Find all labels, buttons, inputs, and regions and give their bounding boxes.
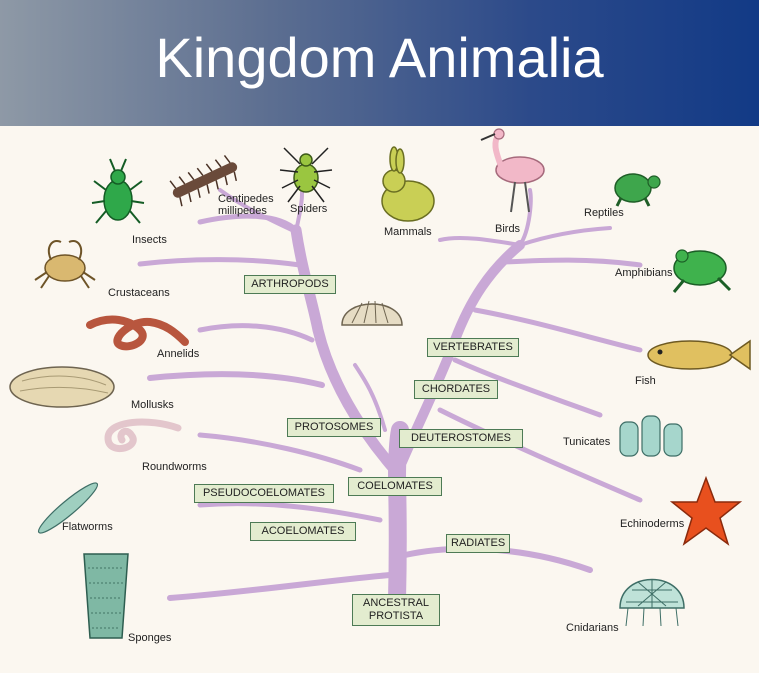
node-ancestral-line1: ANCESTRAL: [362, 597, 430, 609]
centipede-icon: [169, 155, 238, 207]
node-deuterostomes: DEUTEROSTOMES: [399, 429, 523, 448]
slide-title: Kingdom Animalia: [155, 26, 604, 89]
beetle-icon: [91, 158, 145, 224]
label-centipedes-line1: Centipedes: [218, 193, 274, 205]
spider-icon: [279, 147, 333, 203]
tunicate-icon: [619, 415, 683, 457]
label-birds: Birds: [495, 223, 521, 235]
node-ancestral-line2: PROTISTA: [368, 610, 424, 622]
label-echinoderms: Echinoderms: [620, 518, 685, 530]
annelids-branch: [197, 323, 315, 343]
starfish-icon: [669, 475, 743, 546]
mammals-branch: [438, 235, 522, 247]
mollusk-icon: [9, 366, 115, 408]
sponge-icon: [83, 553, 129, 639]
label-fish: Fish: [635, 375, 656, 387]
node-pseudocoelomates: PSEUDOCOELOMATES: [194, 484, 334, 503]
centipedes-branch: [218, 188, 298, 234]
echinoderms-branch: [437, 407, 643, 503]
birds-branch: [518, 188, 533, 247]
phylogenetic-tree: [9, 128, 751, 639]
node-arthropods: ARTHROPODS: [244, 275, 336, 294]
mollusk-shell-branch: [353, 363, 387, 432]
label-centipedes-line2: millipedes: [218, 205, 267, 217]
frog-icon: [672, 249, 732, 293]
worm-icon: [86, 315, 189, 351]
title-banner: Kingdom Animalia: [0, 0, 759, 126]
fish-branch: [472, 307, 643, 353]
node-acoelomates: ACOELOMATES: [250, 522, 356, 541]
label-annelids: Annelids: [157, 348, 200, 360]
label-crustaceans: Crustaceans: [108, 287, 170, 299]
label-insects: Insects: [132, 234, 167, 246]
crustaceans-branch: [137, 257, 303, 268]
label-flatworms: Flatworms: [62, 521, 113, 533]
crab-icon: [34, 240, 96, 289]
node-ancestral-protista: ANCESTRAL PROTISTA: [352, 594, 440, 626]
label-reptiles: Reptiles: [584, 207, 624, 219]
label-tunicates: Tunicates: [563, 436, 611, 448]
label-spiders: Spiders: [290, 203, 328, 215]
insects-branch: [197, 213, 299, 233]
label-mammals: Mammals: [384, 226, 432, 238]
rabbit-icon: [381, 146, 435, 222]
flatworms-branch: [197, 501, 383, 523]
amphibians-branch: [502, 257, 643, 268]
roundworm-icon: [104, 418, 182, 453]
fish-icon: [647, 339, 751, 371]
label-roundworms: Roundworms: [142, 461, 207, 473]
jellyfish-icon: [619, 578, 685, 627]
reptiles-branch: [518, 226, 612, 247]
label-amphibians: Amphibians: [615, 267, 673, 279]
node-vertebrates: VERTEBRATES: [427, 338, 519, 357]
label-mollusks: Mollusks: [131, 399, 174, 411]
mollusks-branch: [147, 371, 325, 388]
sponges-branch: [167, 572, 393, 601]
label-sponges: Sponges: [128, 632, 172, 644]
node-chordates: CHORDATES: [414, 380, 498, 399]
flatworm-icon: [37, 482, 99, 534]
node-radiates: RADIATES: [446, 534, 510, 553]
clam-shell-icon: [341, 300, 403, 326]
bird-icon: [480, 128, 545, 213]
turtle-icon: [614, 173, 661, 207]
label-cnidarians: Cnidarians: [566, 622, 619, 634]
node-protosomes: PROTOSOMES: [287, 418, 381, 437]
roundworms-branch: [197, 432, 363, 473]
tunicates-branch: [452, 357, 603, 418]
node-coelomates: COELOMATES: [348, 477, 442, 496]
